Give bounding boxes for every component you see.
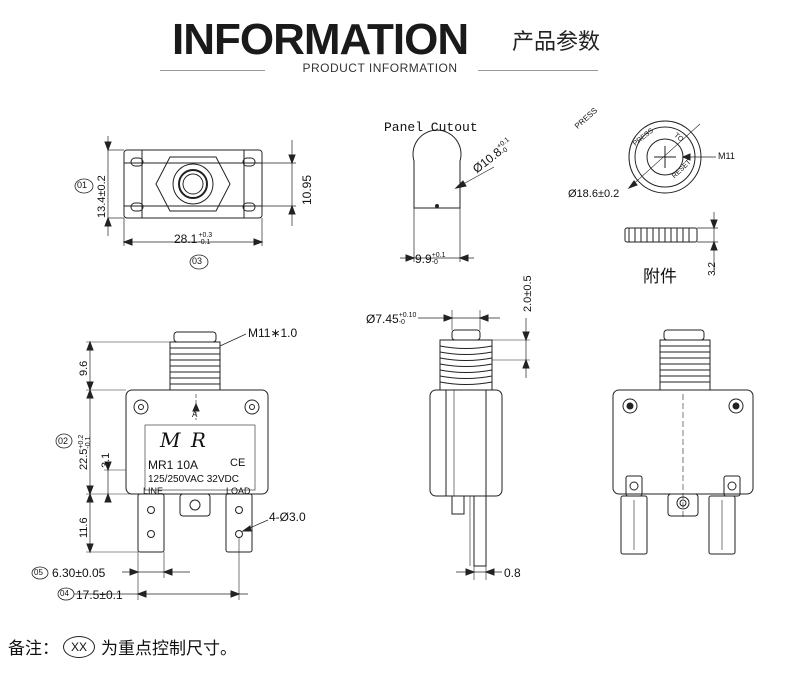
side-body	[429, 389, 503, 497]
side-dim-dia-upper: +0.10	[398, 312, 417, 319]
top-view-dim-width-value: 28.1	[174, 232, 198, 246]
top-view-dim-inner: 10.95	[300, 174, 314, 205]
key-dimension-badge: XX	[63, 635, 95, 658]
hex-nut	[155, 156, 231, 212]
top-view-dim-width-lower: -0.1	[198, 239, 211, 246]
front-dim-225-value: 22.5	[78, 448, 90, 470]
accessory-ring	[624, 120, 718, 272]
footer-prefix: 备注：	[8, 639, 59, 659]
front-line-label: LINE	[143, 486, 164, 496]
front-rating: 125/250VAC 32VDC	[148, 474, 239, 485]
callout-05: 05	[34, 568, 43, 577]
page-title: INFORMATION	[172, 15, 469, 64]
footer-note: 备注： XX 为重点控制尺寸。	[8, 634, 237, 659]
panel-cutout-flat-value: 9.9	[415, 252, 432, 266]
panel-cutout-flat-lower: -0	[431, 259, 438, 266]
front-dim-225: 22.5+0.2-0.1	[78, 435, 92, 470]
front-dim-96: 9.6	[78, 360, 90, 376]
callout-04: 04	[60, 589, 69, 598]
front-dim-630: 6.30±0.05	[52, 566, 106, 580]
front-brand-logo: M R	[160, 428, 208, 452]
side-dim-dia-value: Ø7.45	[366, 312, 399, 326]
front-load-label: LOAD	[226, 486, 251, 496]
front-dim-116: 11.6	[78, 517, 90, 538]
front-dim-225-upper: +0.2	[78, 434, 85, 449]
accessory-thickness: 3.2	[707, 262, 718, 276]
front-dim-31: 3.1	[100, 452, 112, 468]
top-view-body	[123, 149, 263, 219]
accessory-dim-dia: Ø18.6±0.2	[568, 188, 620, 200]
accessory-thread-label: M11	[718, 151, 735, 161]
front-ce-mark: CE	[230, 457, 246, 469]
callout-01: 01	[77, 180, 88, 190]
panel-cutout-dim-flat: 9.9+0.1-0	[415, 252, 446, 266]
header-divider-left	[160, 70, 265, 71]
front-dim-225-lower: -0.1	[85, 436, 92, 449]
side-dim-dia: Ø7.45+0.10-0	[366, 312, 416, 326]
page-subtitle: PRODUCT INFORMATION	[302, 61, 458, 75]
side-dim-20: 2.0±0.5	[522, 275, 534, 312]
front-dim-175: 17.5±0.1	[76, 588, 123, 602]
footer-text: 为重点控制尺寸。	[101, 639, 237, 659]
side-dim-dia-lower: -0	[398, 319, 405, 326]
header-divider-right	[478, 70, 598, 71]
front-thread-label: M11∗1.0	[248, 326, 298, 340]
front-arrow-label: A	[192, 410, 198, 419]
page-title-cn: 产品参数	[512, 30, 601, 55]
side-dim-08: 0.8	[504, 566, 521, 580]
panel-cutout-title: Panel Cutout	[384, 120, 478, 135]
panel-cutout	[400, 129, 495, 262]
top-view-dim-width: 28.1+0.3-0.1	[174, 232, 212, 246]
side-view	[418, 310, 530, 580]
panel-cutout-flat-upper: +0.1	[431, 252, 446, 259]
top-view-dim-height: 13.4±0.2	[96, 175, 108, 218]
front-view	[31, 331, 269, 601]
rear-view	[612, 329, 754, 555]
callout-02: 02	[58, 436, 69, 446]
front-holes-label: 4-Ø3.0	[269, 510, 306, 524]
callout-03: 03	[192, 256, 203, 266]
washer-side	[624, 227, 698, 243]
cutout-shape	[412, 129, 462, 209]
front-model: MR1 10A	[148, 458, 199, 472]
button-outer	[172, 163, 214, 205]
top-view-dim-width-upper: +0.3	[198, 232, 213, 239]
accessory-label-cn: 附件	[643, 267, 677, 287]
top-view	[74, 136, 296, 270]
